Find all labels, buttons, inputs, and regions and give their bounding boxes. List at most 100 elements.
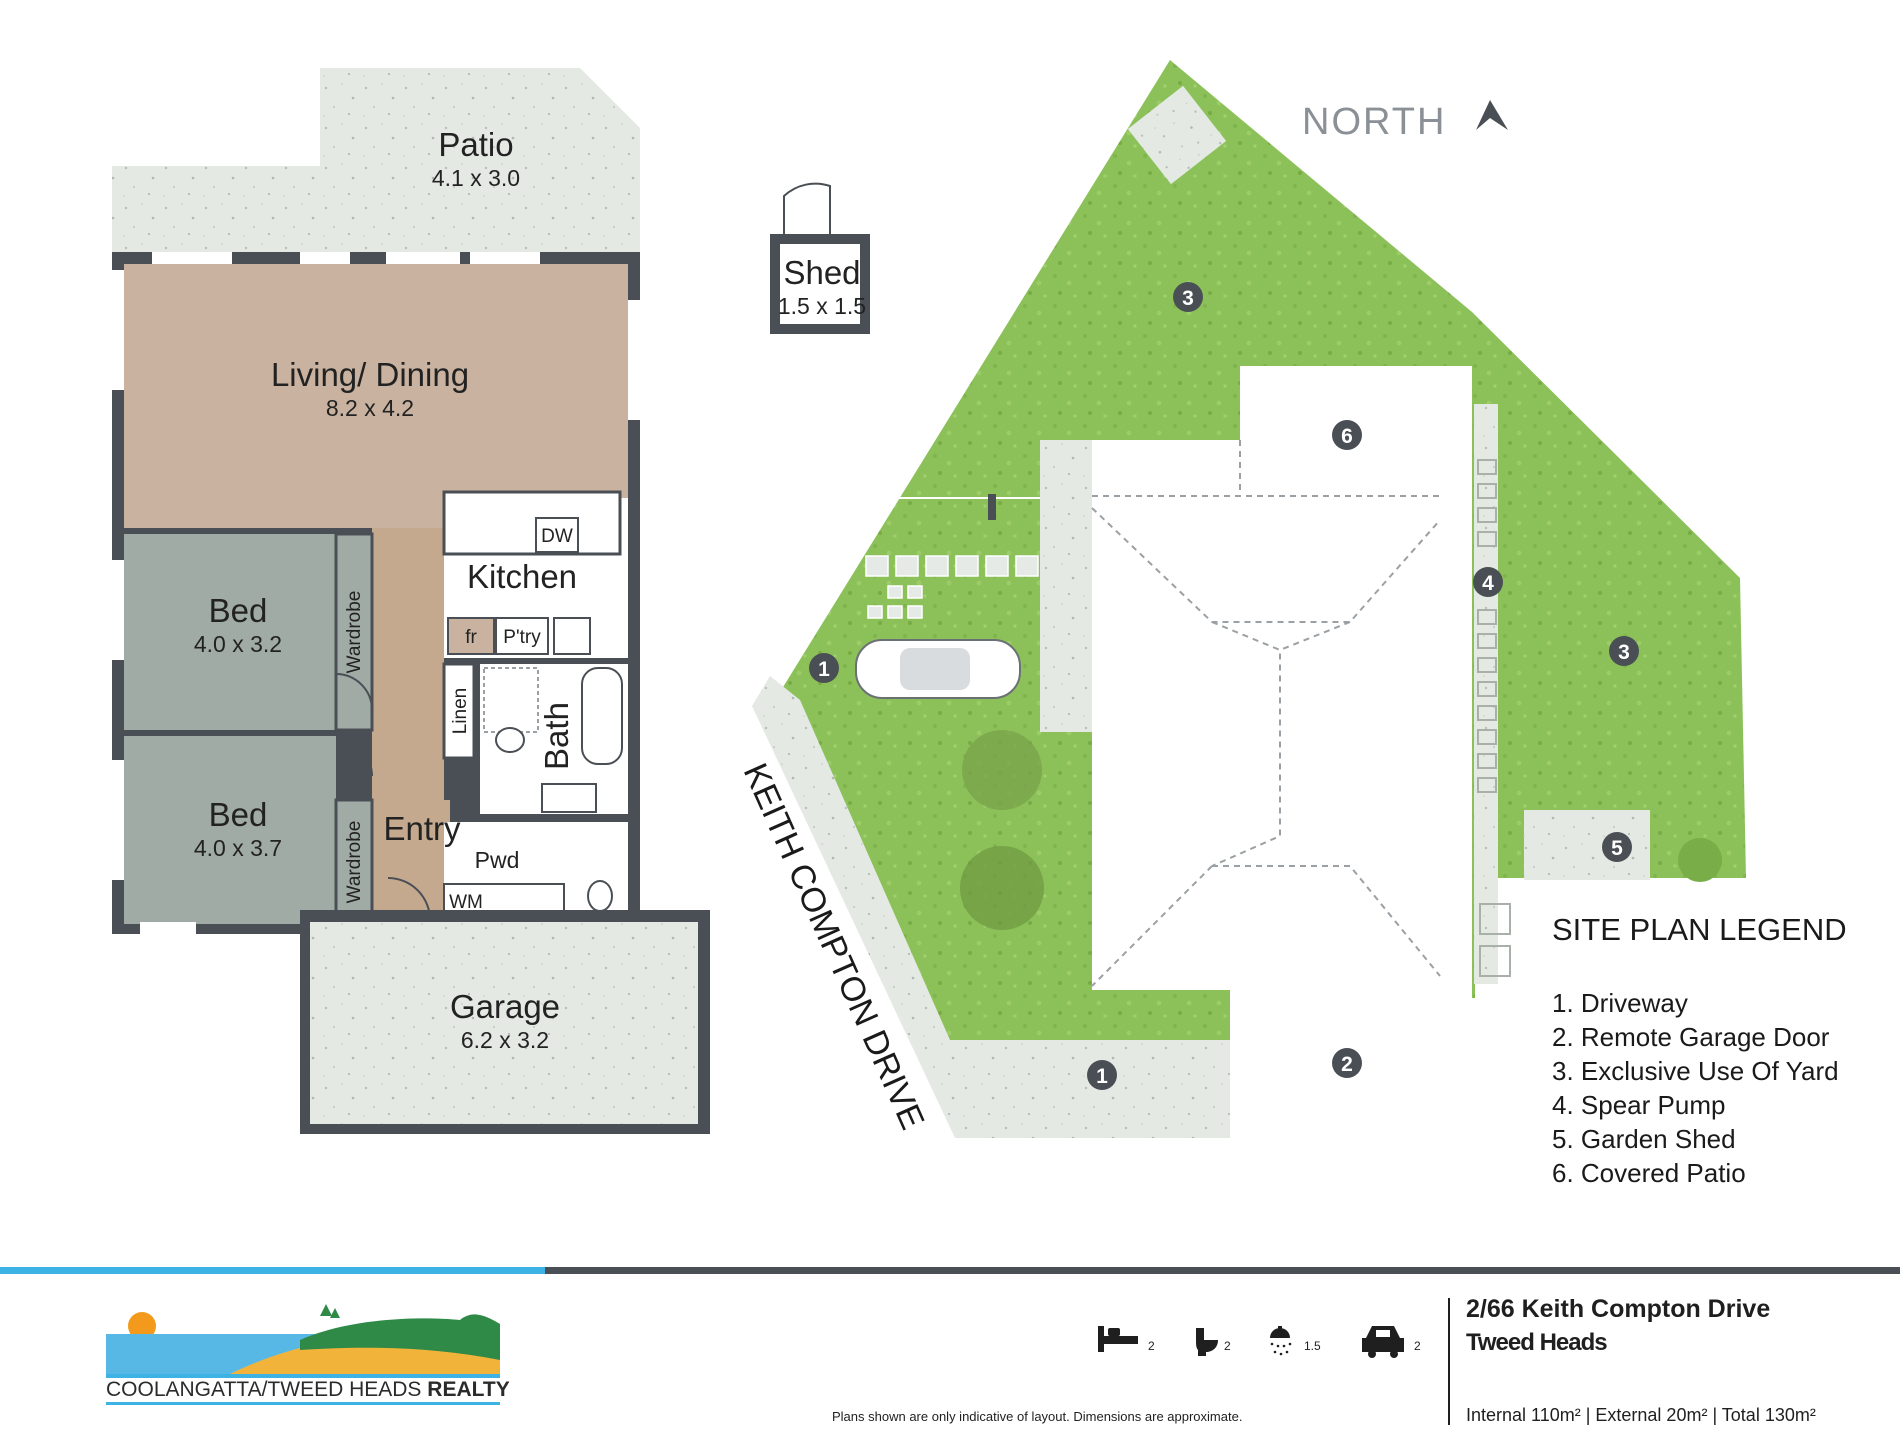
brand-name: COOLANGATTA/TWEED HEADS REALTY — [106, 1378, 510, 1401]
shed-door-swing — [783, 182, 831, 234]
stepping-stones — [865, 555, 1039, 619]
marker-6: 6 — [1332, 420, 1362, 450]
pump-path-pavers — [1477, 459, 1511, 977]
garage-area — [310, 922, 698, 1124]
gate-post — [988, 494, 996, 520]
floor-plan: Patio 4.1 x 3.0 Living/ Dining 8.2 x 4.2… — [112, 68, 870, 1134]
room-dims: 4.0 x 3.2 — [194, 631, 282, 657]
footer-accent-bar — [0, 1267, 545, 1274]
window — [152, 252, 232, 264]
house-roof — [1092, 440, 1472, 990]
disclaimer: Plans shown are only indicative of layou… — [832, 1409, 1242, 1424]
marker-2: 2 — [1332, 1048, 1362, 1078]
legend-item: 2. Remote Garage Door — [1552, 1022, 1830, 1052]
window — [112, 270, 124, 390]
entry-label: Entry — [383, 810, 461, 847]
entry-door-swing — [387, 877, 431, 921]
linen-area — [442, 662, 476, 760]
brand-logo — [106, 1304, 500, 1378]
bed-icon — [1098, 1326, 1138, 1352]
shower — [483, 667, 539, 733]
fridge — [447, 617, 495, 655]
footer-divider-bar — [545, 1267, 1900, 1274]
bath-label: Bath — [538, 702, 575, 770]
bed2-door-swing — [335, 739, 373, 777]
window — [140, 922, 196, 934]
kitchen-label: Kitchen — [467, 558, 577, 595]
marker-5: 5 — [1602, 832, 1632, 862]
pwd-label: Pwd — [475, 847, 520, 873]
svg-text:5: 5 — [1611, 837, 1623, 860]
shed-area — [780, 244, 860, 324]
bed2-area — [124, 736, 336, 924]
footer: COOLANGATTA/TWEED HEADS REALTY 2 2 1.5 — [0, 1267, 1900, 1425]
room-dims: 4.0 x 3.7 — [194, 835, 282, 861]
legend-title: SITE PLAN LEGEND — [1552, 912, 1847, 947]
room-dims: 4.1 x 3.0 — [432, 165, 520, 191]
shrub — [1678, 838, 1722, 882]
svg-text:2: 2 — [1341, 1053, 1353, 1076]
legend-item: 6. Covered Patio — [1552, 1158, 1746, 1188]
roof-ridge-lines — [1091, 440, 1441, 987]
marker-4: 4 — [1473, 567, 1503, 597]
bath-toilet — [495, 727, 525, 753]
svg-text:3: 3 — [1182, 287, 1194, 310]
room-name: Patio — [438, 126, 513, 163]
room-name: Living/ Dining — [271, 356, 469, 393]
site-garden-shed — [1127, 85, 1227, 185]
room-name: Bed — [209, 592, 268, 629]
marker-3-top: 3 — [1173, 282, 1203, 312]
legend-item: 1. Driveway — [1552, 988, 1688, 1018]
kitchen-bench — [442, 490, 622, 556]
car-icon — [1362, 1326, 1404, 1358]
room-dims: 8.2 x 4.2 — [326, 395, 414, 421]
room-dims: 1.5 x 1.5 — [778, 293, 866, 319]
site-plan: 1 1 2 3 3 4 5 6 KEITH CO — [736, 60, 1847, 1188]
wardrobe-label: Wardrobe — [344, 821, 365, 904]
shower-count: 1.5 — [1304, 1339, 1321, 1353]
area-summary: Internal 110m² | External 20m² | Total 1… — [1466, 1405, 1816, 1425]
wardrobe2 — [334, 798, 374, 926]
address-line1: 2/66 Keith Compton Drive — [1466, 1295, 1770, 1323]
window — [112, 560, 124, 660]
dishwasher — [535, 517, 579, 553]
living-dining-area — [124, 264, 628, 528]
wardrobe-label: Wardrobe — [344, 591, 365, 674]
bathtub — [581, 667, 623, 765]
fridge-label: fr — [465, 627, 477, 648]
legend-item: 5. Garden Shed — [1552, 1124, 1736, 1154]
svg-text:1: 1 — [818, 658, 830, 681]
window — [628, 300, 640, 420]
window — [470, 252, 540, 264]
toilet-icon — [1196, 1328, 1218, 1356]
wm-label: WM — [449, 892, 483, 913]
window — [300, 252, 350, 264]
north-label: NORTH — [1302, 101, 1446, 143]
svg-text:4: 4 — [1482, 572, 1494, 595]
linen-label: Linen — [450, 688, 471, 735]
legend-item: 3. Exclusive Use Of Yard — [1552, 1056, 1839, 1086]
room-name: Garage — [450, 988, 560, 1025]
window — [112, 760, 124, 880]
pantry — [495, 617, 549, 655]
address-line2: Tweed Heads — [1466, 1329, 1607, 1356]
side-path — [1040, 440, 1092, 732]
window — [386, 252, 460, 264]
toilet-count: 2 — [1224, 1339, 1231, 1353]
tree — [962, 730, 1042, 810]
shower-icon — [1270, 1326, 1292, 1356]
bed1-door-swing — [335, 673, 373, 711]
room-name: Shed — [783, 254, 860, 291]
vanity — [541, 783, 597, 813]
svg-text:6: 6 — [1341, 425, 1353, 448]
car-illustration — [855, 639, 1021, 699]
pwd-toilet — [587, 880, 613, 912]
room-name: Bed — [209, 796, 268, 833]
legend-item: 4. Spear Pump — [1552, 1090, 1725, 1120]
svg-text:1: 1 — [1096, 1065, 1108, 1088]
bed-count: 2 — [1148, 1339, 1155, 1353]
tree — [960, 846, 1044, 930]
address-divider — [1448, 1298, 1450, 1425]
